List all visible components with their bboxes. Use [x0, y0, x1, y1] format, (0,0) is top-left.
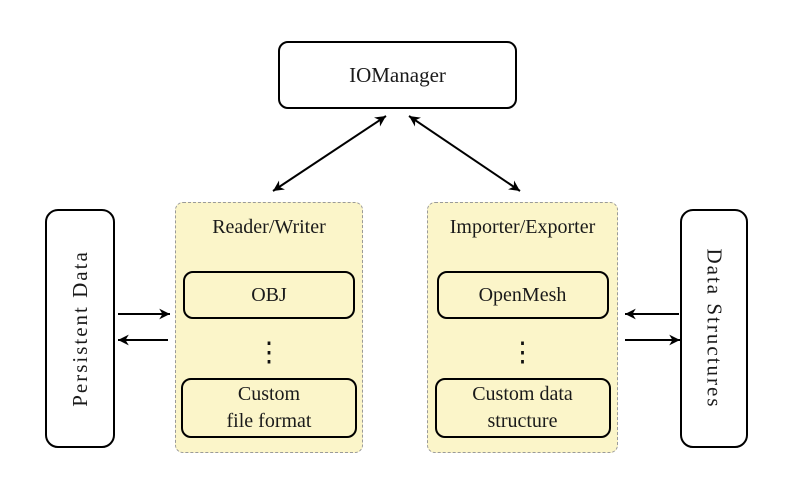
node-obj: OBJ [183, 271, 355, 319]
node-custom-file-format: Custom file format [181, 378, 357, 438]
importer-exporter-title: Importer/Exporter [449, 216, 596, 238]
node-custom-data-structure: Custom data structure [434, 378, 611, 438]
obj-label: OBJ [251, 283, 287, 306]
arrow-iomanager-readerwriter [272, 115, 387, 192]
custom-file-format-line2: file format [226, 410, 312, 432]
reader-writer-title: Reader/Writer [212, 216, 326, 238]
custom-data-structure-line1: Custom data [472, 383, 573, 405]
custom-file-format-line1: Custom [237, 383, 301, 405]
openmesh-label: OpenMesh [478, 283, 567, 306]
node-iomanager: IOManager [278, 41, 517, 109]
ellipsis-vertical-icon: ⋮ [255, 337, 283, 367]
arrow-iomanager-importerexporter [408, 115, 521, 192]
data-structures-label: Data Structures [702, 248, 727, 409]
group-importer-exporter: Importer/Exporter OpenMesh ⋮ Custom data… [427, 202, 618, 453]
iomanager-label: IOManager [349, 62, 446, 87]
node-openmesh: OpenMesh [436, 271, 609, 319]
node-data-structures: Data Structures [680, 209, 748, 448]
node-persistent-data: Persistent Data [45, 209, 115, 448]
persistent-data-label: Persistent Data [67, 250, 92, 407]
group-reader-writer: Reader/Writer OBJ ⋮ Custom file format [175, 202, 363, 453]
custom-data-structure-line2: structure [487, 410, 558, 432]
ellipsis-vertical-icon: ⋮ [509, 337, 536, 367]
